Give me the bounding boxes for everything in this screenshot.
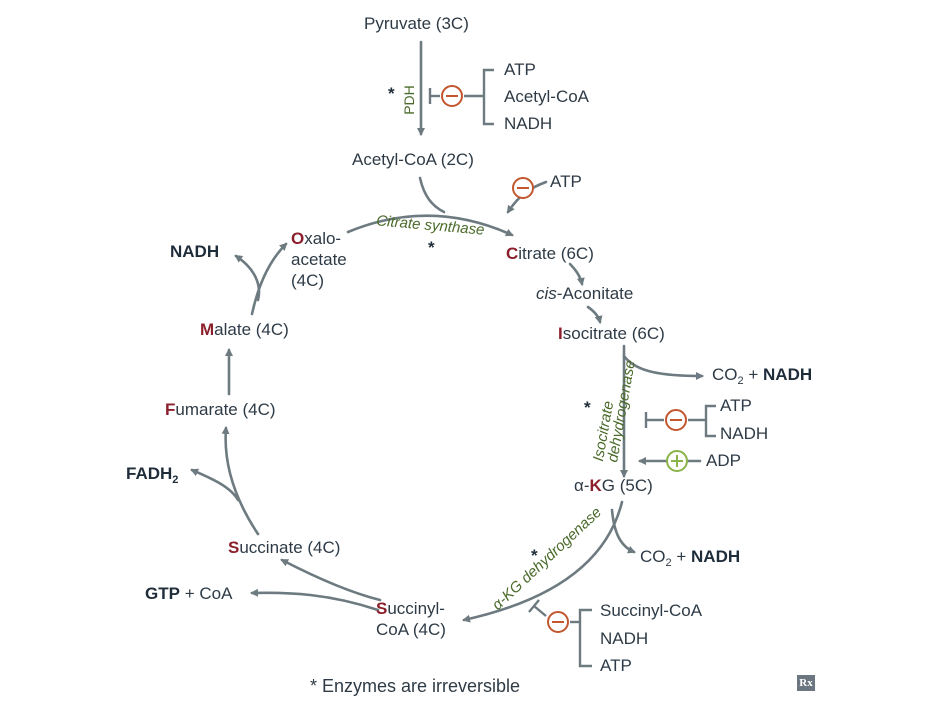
enzyme-pdh: PDH (401, 85, 417, 115)
arrow-succinylcoa-gtp (250, 588, 380, 612)
label-malate: Malate (4C) (200, 320, 289, 339)
label-succinate: Succinate (4C) (228, 538, 341, 557)
inhibit-sign-pdh (441, 85, 463, 107)
label-isocitrate: Isocitrate (6C) (558, 324, 665, 343)
asterisk-pdh: * (388, 84, 395, 103)
bracket-akg-inhibitors (578, 608, 592, 668)
rx-logo: Rx (797, 675, 815, 691)
product-co2-nadh-akg: CO2 + NADH (640, 547, 741, 569)
product-gtp-coa: GTP + CoA (145, 584, 233, 603)
activate-sign-isocitrate-dh (666, 450, 688, 472)
arrow-oxaloacetate-to-citrate (346, 214, 514, 237)
arrow-citrate-to-cisaconitate (568, 262, 585, 286)
isocitrate-dh-activator: ADP (706, 451, 741, 470)
inhibit-sign-isocitrate-dh (665, 409, 687, 431)
arrow-malate-nadh (234, 254, 261, 302)
asterisk-isocitrate-dh: * (584, 398, 591, 417)
arrow-succinate-to-fumarate (221, 426, 260, 536)
isocitrate-dh-inhibitor-2: NADH (720, 424, 769, 443)
footnote: * Enzymes are irreversible (310, 676, 521, 696)
pdh-inhibitor-2: Acetyl-CoA (504, 87, 590, 106)
akg-dh-inhibitor-2: NADH (600, 629, 649, 648)
isocitrate-dh-inhibitor-1: ATP (720, 396, 752, 415)
arrow-succinylcoa-to-succinate (280, 558, 382, 602)
product-co2-nadh-isocitrate: CO2 + NADH (712, 365, 813, 387)
oxaloacetate-initial: O (291, 229, 305, 248)
pdh-inhibitor-1: ATP (504, 60, 536, 79)
akg-dh-inhibitor-3: ATP (600, 656, 632, 675)
inhibit-sign-akg-dh (547, 611, 569, 633)
label-fumarate: Fumarate (4C) (165, 400, 276, 419)
label-alpha-kg: α-KG (5C) (574, 476, 653, 495)
arrow-isocitrate-co2-nadh (622, 354, 704, 380)
arrow-cisaconitate-to-isocitrate (586, 305, 603, 324)
label-acetyl-coa: Acetyl-CoA (2C) (352, 150, 474, 169)
bracket-pdh-inhibitors (482, 68, 494, 126)
inhibit-sign-citrate-synthase (512, 177, 534, 199)
citrate-synthase-inhibitor: ATP (550, 172, 582, 191)
arrow-acetylcoa-to-citrate (418, 176, 446, 214)
label-cis-aconitate: cis-Aconitate (536, 284, 634, 303)
asterisk-citrate-synthase: * (428, 238, 435, 257)
asterisk-akg-dh: * (531, 546, 538, 565)
enzyme-akg-dh: α-KG dehydrogenase (489, 504, 605, 614)
label-citrate: Citrate (6C) (506, 244, 594, 263)
arrow-succinate-fadh2 (190, 468, 240, 502)
label-pyruvate: Pyruvate (3C) (364, 14, 469, 33)
label-oxaloacetate: Oxalo- acetate (4C) (291, 229, 347, 290)
bracket-isocitrate-inhibitors (704, 404, 716, 438)
akg-dh-inhibitor-1: Succinyl-CoA (600, 601, 703, 620)
label-succinyl-coa: Succinyl- CoA (4C) (376, 599, 446, 639)
product-fadh2: FADH2 (126, 464, 179, 486)
pdh-inhibitor-3: NADH (504, 114, 553, 133)
arrow-akg-co2-nadh (610, 508, 636, 554)
product-nadh-malate: NADH (170, 242, 220, 261)
arrow-malate-to-oxaloacetate (250, 242, 288, 316)
enzyme-citrate-synthase: Citrate synthase (376, 212, 485, 238)
